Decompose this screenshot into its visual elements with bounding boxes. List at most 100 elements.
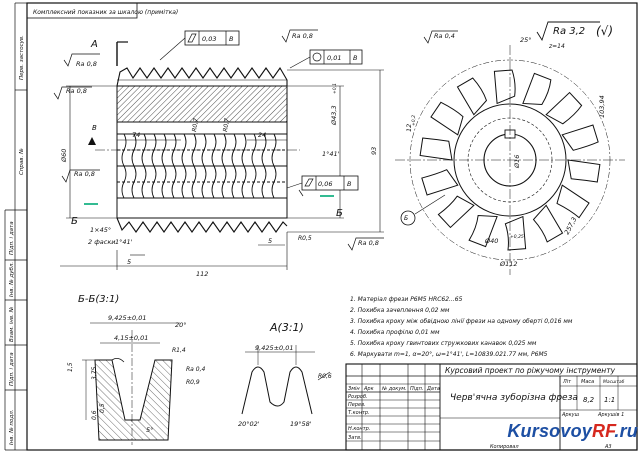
dim-d40: Ø40 xyxy=(484,237,498,245)
svg-text:Змін: Змін xyxy=(348,386,360,392)
svg-text:Арк: Арк xyxy=(363,386,374,392)
cutter-tooth xyxy=(504,215,527,251)
section-a-label: A xyxy=(90,39,98,50)
svg-text:Затв.: Затв. xyxy=(348,435,362,441)
cutter-tooth xyxy=(567,159,601,183)
cutter-tooth xyxy=(468,214,498,248)
dim-d16: Ø16 xyxy=(513,155,521,169)
bb-ang20: 20° xyxy=(175,321,187,329)
detail-a-r06: R0,6 xyxy=(318,373,332,380)
tb-part-name: Черв'ячна зуборізна фреза xyxy=(450,393,578,403)
svg-text:0,03: 0,03 xyxy=(202,35,216,43)
bb-rough: Ra 0,4 xyxy=(186,366,205,373)
tb-project: Курсовий проект по ріжучому інструменту xyxy=(445,366,616,375)
svg-text:Аркуш: Аркуш xyxy=(561,412,580,418)
svg-text:0,06: 0,06 xyxy=(318,180,332,188)
small-view-label: В xyxy=(92,124,97,132)
cutter-tooth xyxy=(437,195,475,229)
detail-a xyxy=(241,345,331,415)
technical-notes: 1. Матеріал фрези Р6М5 HRC62...65 2. Пох… xyxy=(350,296,573,358)
sheet-frame xyxy=(26,2,638,451)
cutter-tooth xyxy=(456,77,488,116)
dim-d43: Ø43,3 xyxy=(330,105,338,126)
dim-24: 24 xyxy=(258,131,266,139)
bb-ang5: 5° xyxy=(146,426,153,434)
svg-text:Перев.: Перев. xyxy=(348,402,366,408)
dim-12: 12 xyxy=(405,124,413,132)
side-columns xyxy=(4,2,27,451)
tolerance-frame-3: 0,06 В xyxy=(286,175,359,191)
dim-r07: R0,7 xyxy=(191,118,200,133)
bb-r14: R1,4 xyxy=(172,347,186,354)
svg-text:В: В xyxy=(353,54,358,62)
note-3: 3. Похибка кроку між обвідною лінії фрез… xyxy=(350,318,573,325)
dim-d112: Ø112 xyxy=(499,260,518,268)
svg-text:Розроб.: Розроб. xyxy=(348,394,368,400)
bb-h2: 1,5 xyxy=(67,362,74,372)
detail-a-dim1: 9,425±0,01 xyxy=(255,344,294,352)
dim-74: 74 xyxy=(132,131,140,139)
svg-text:Н.контр.: Н.контр. xyxy=(348,426,370,432)
dim-d60: Ø60 xyxy=(60,149,68,163)
tb-mass: 8,2 xyxy=(583,396,595,404)
dim-r07b: R0,7 xyxy=(222,118,231,133)
svg-text:0,01: 0,01 xyxy=(327,54,341,62)
dim-103: 103,94 xyxy=(598,95,606,118)
side-label-1: Перв. застосув. xyxy=(19,35,25,80)
dim-lead-angle: 1°41' xyxy=(115,238,133,246)
detail-a-ang1: 20°02' xyxy=(238,420,260,428)
roughness-marks xyxy=(53,29,458,251)
svg-text:Ra 3,2: Ra 3,2 xyxy=(553,26,585,37)
svg-text:В: В xyxy=(229,35,234,43)
dim-5b: 5 xyxy=(268,237,272,245)
tb-scale: 1:1 xyxy=(604,396,615,404)
dim-lead-angle-b: 1°41' xyxy=(322,150,340,158)
svg-text:Літ: Літ xyxy=(562,379,572,385)
note-6: 6. Маркувати m=1, α=20°, ω=1°41', L=1083… xyxy=(350,351,548,358)
note-2: 2. Похибка зачеплення 0,02 мм xyxy=(350,307,450,314)
dim-d43-tol: +0,1 xyxy=(332,83,338,94)
detail-a-ang2: 19°58' xyxy=(290,420,312,428)
detail-a-title: A(3:1) xyxy=(269,321,304,334)
cutter-tooth xyxy=(421,169,459,196)
cutter-tooth xyxy=(430,101,464,136)
dim-d93: 93 xyxy=(370,147,378,155)
dim-d40-tol: +0,25 xyxy=(510,234,524,240)
bb-h1: 3,75 xyxy=(91,366,98,380)
svg-text:В: В xyxy=(347,180,352,188)
section-b-left: Б xyxy=(71,216,78,227)
note-1: 1. Матеріал фрези Р6М5 HRC62...65 xyxy=(350,296,463,303)
cutter-front-view xyxy=(395,45,625,275)
general-roughness: Ra 3,2 (√) xyxy=(536,21,613,42)
section-bb-title: Б-Б(3:1) xyxy=(78,294,119,305)
dim-z14: z=14 xyxy=(548,43,565,50)
cutter-tooth xyxy=(522,72,552,106)
svg-text:№ докум.: № докум. xyxy=(381,386,407,392)
cutter-tooth xyxy=(419,137,453,161)
roughness-1: Ra 0,8 xyxy=(76,60,97,68)
dim-ang25: 25° xyxy=(520,36,532,44)
svg-text:Підп.: Підп. xyxy=(410,386,423,392)
svg-text:Б: Б xyxy=(404,215,408,222)
svg-text:(√): (√) xyxy=(596,24,613,38)
roughness-2: Ra 0,8 xyxy=(66,87,87,95)
bb-dim1: 9,425±0,01 xyxy=(108,314,147,322)
dim-12-tol: +0,2 xyxy=(411,115,417,126)
note-4: 4. Похибка профілю 0,01 мм xyxy=(350,329,440,336)
note-5: 5. Похибка кроку гвинтових стружкових ка… xyxy=(350,340,537,347)
svg-text:Маса: Маса xyxy=(581,379,594,385)
dim-5a: 5 xyxy=(127,258,131,266)
side-label-3: Підп. і дата xyxy=(9,221,15,255)
side-label-7: Інв. № подл. xyxy=(9,409,15,445)
section-b-right: Б xyxy=(336,208,343,219)
watermark-logo[interactable]: KursovoyRF.ru xyxy=(507,421,638,441)
main-dimensions xyxy=(60,69,384,270)
tolerance-frame-2: 0,01 В xyxy=(289,49,363,69)
roughness-6: Ra 0,4 xyxy=(434,32,455,40)
svg-text:Копировал: Копировал xyxy=(490,444,519,450)
dim-chamfer: 1×45° xyxy=(90,226,111,234)
bb-w1: 0,6 xyxy=(91,410,98,420)
roughness-4: Ra 0,8 xyxy=(292,32,313,40)
bb-dim2: 4,15±0,01 xyxy=(114,334,148,342)
